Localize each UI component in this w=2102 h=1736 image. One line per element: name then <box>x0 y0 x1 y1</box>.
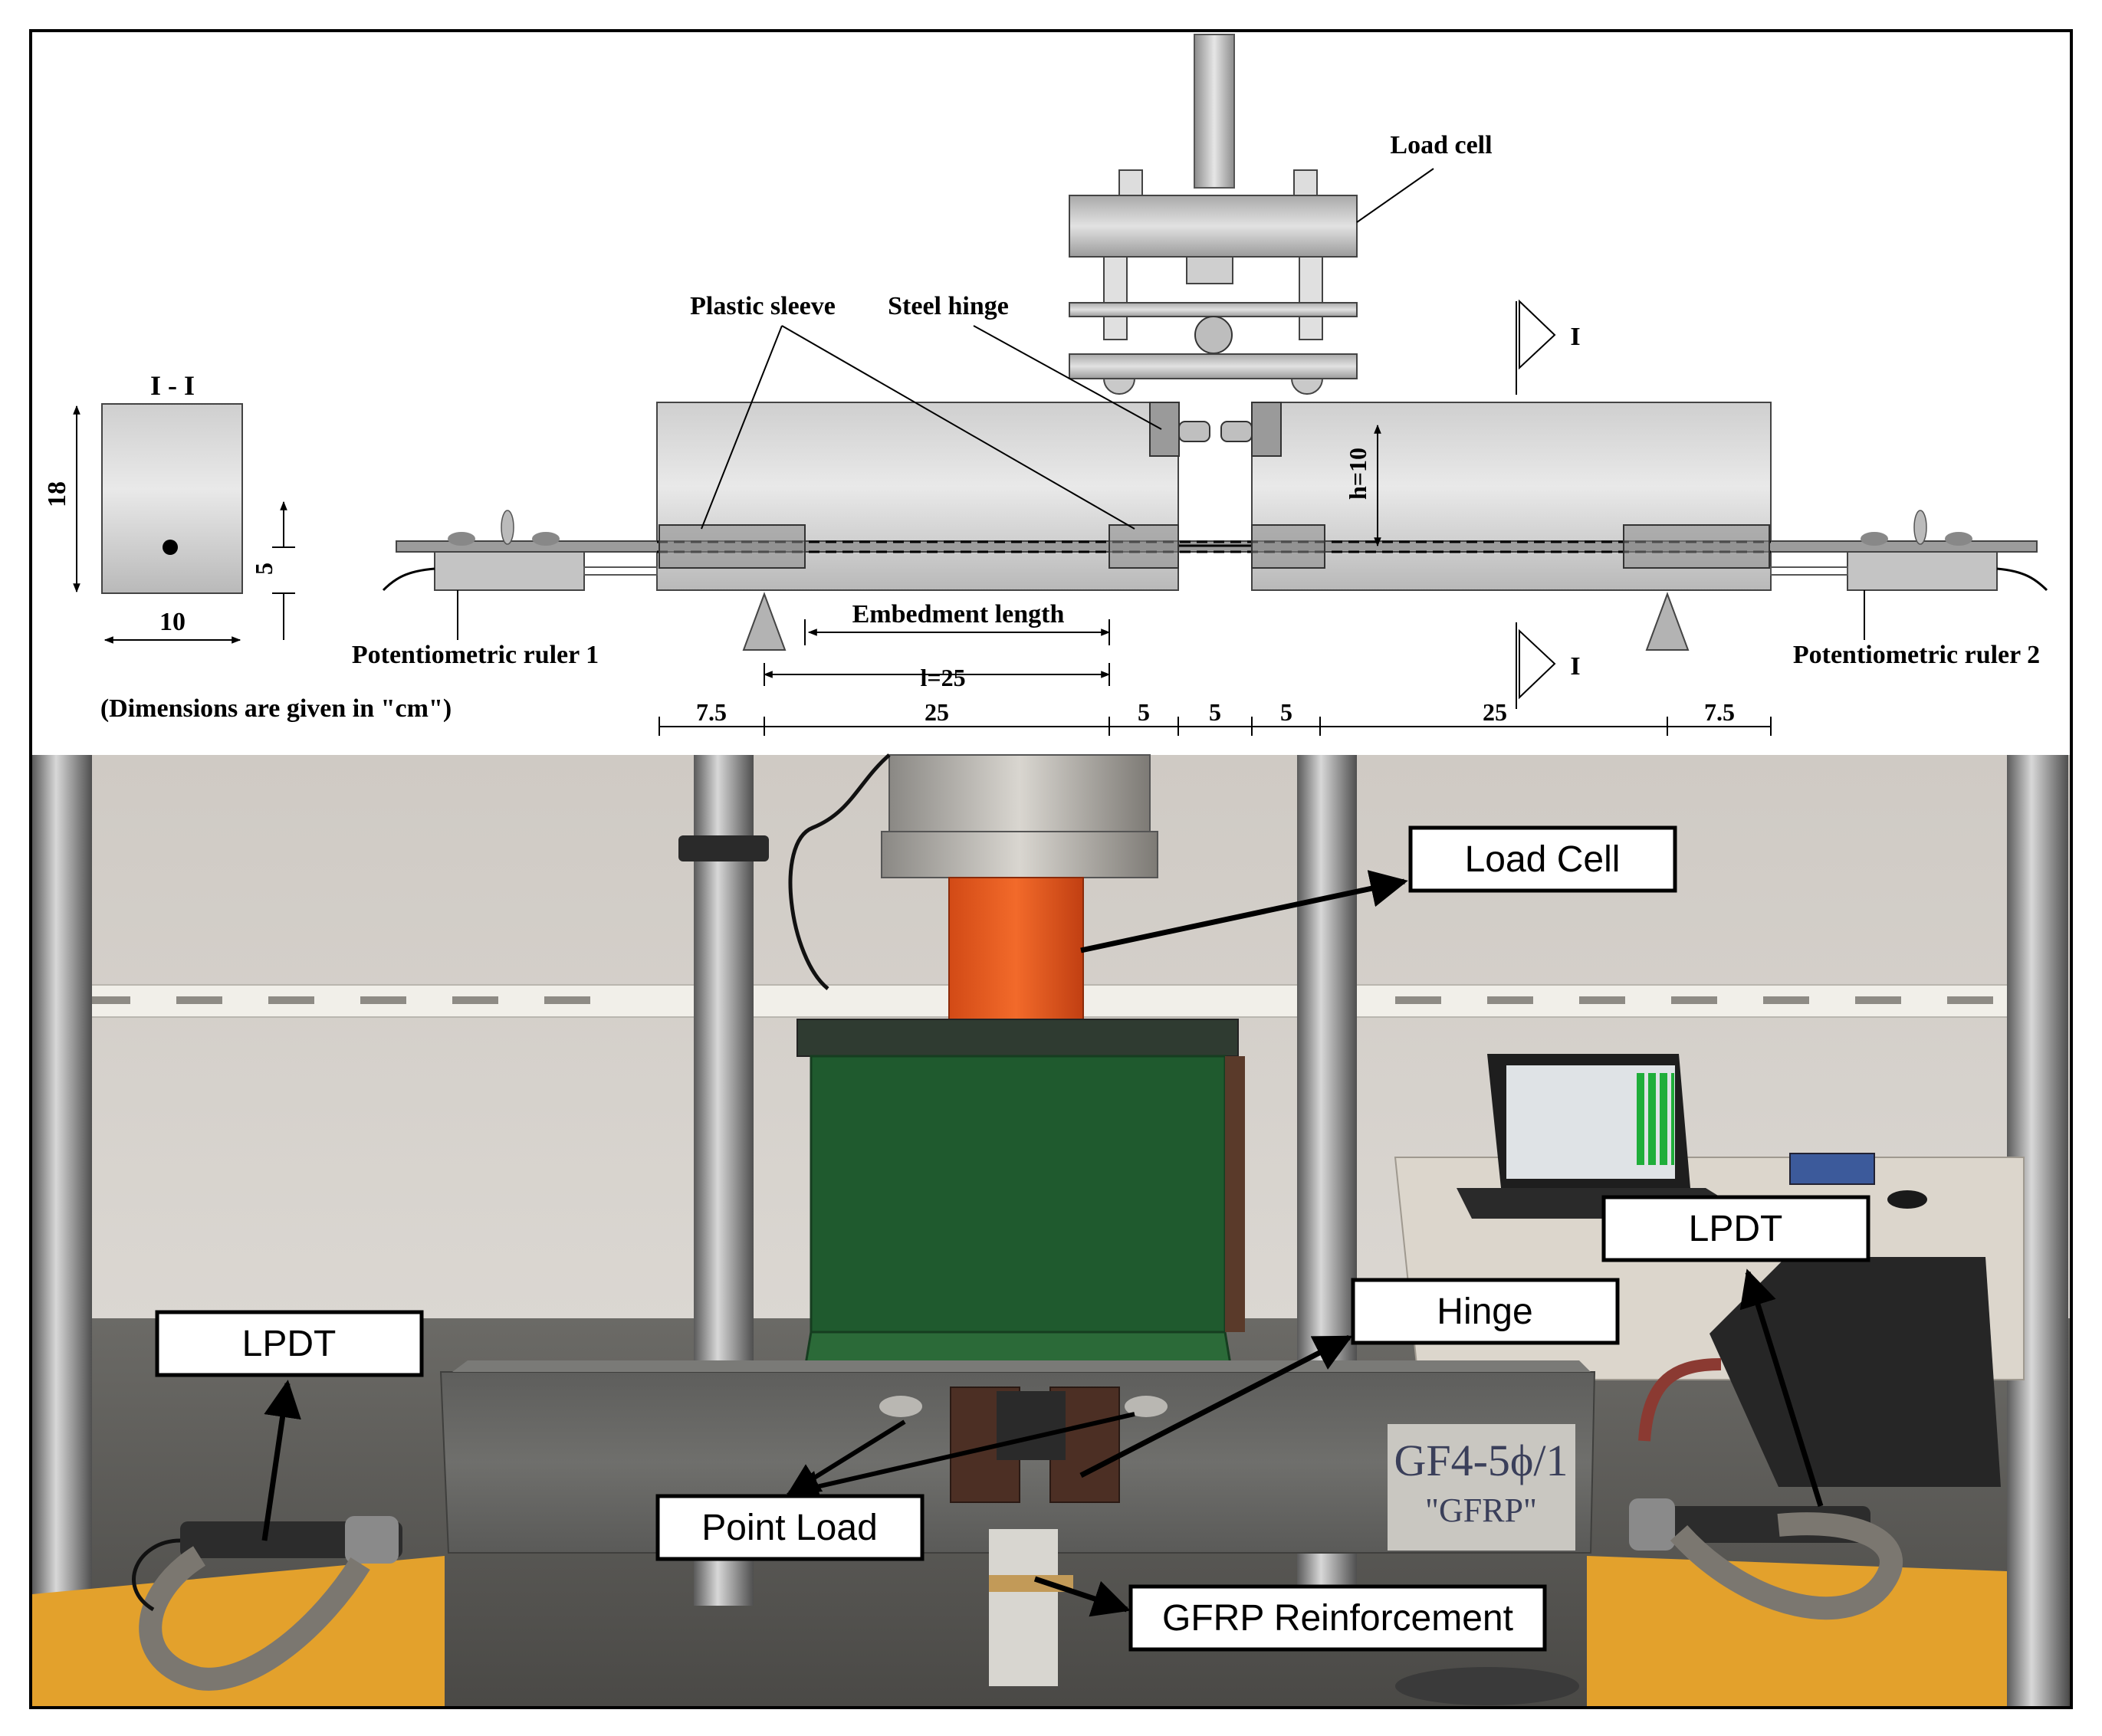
gfrp-bar <box>989 1575 1073 1592</box>
label-box-hinge: Hinge <box>1351 1278 1620 1345</box>
arrow-point-load-2 <box>786 1412 1135 1503</box>
annotation-arrows <box>261 870 1824 1617</box>
label-ruler-1: Potentiometric ruler 1 <box>352 641 599 669</box>
dim-segment-3: 5 <box>1138 698 1150 726</box>
specimen-gap <box>989 1529 1058 1686</box>
label-l-value: l=25 <box>920 664 965 691</box>
photo-label-lpdt-right: LPDT <box>1689 1209 1783 1249</box>
dim-segment-1: 7.5 <box>696 698 727 726</box>
section-marker-top-label: I <box>1570 323 1580 351</box>
photo-label-hinge: Hinge <box>1437 1291 1532 1332</box>
dim-segment-5: 5 <box>1280 698 1292 726</box>
dim-height: 18 <box>43 481 71 507</box>
plastic-sleeve-right-outer <box>1623 524 1770 569</box>
arrow-gfrp <box>1033 1576 1131 1617</box>
label-box-gfrp: GFRP Reinforcement <box>1128 1584 1547 1652</box>
dim-segment-2: 25 <box>925 698 949 726</box>
loading-rod <box>1194 34 1235 189</box>
photo-label-point-load: Point Load <box>701 1508 878 1548</box>
plastic-sleeve-right-inner <box>1251 524 1325 569</box>
label-box-point-load: Point Load <box>655 1494 925 1561</box>
potentiometric-ruler-2 <box>1770 510 2048 592</box>
cross-section: I - I 18 10 5 <box>43 370 295 644</box>
label-load-cell: Load cell <box>1390 131 1492 159</box>
lpdt-sensor-left <box>132 1516 402 1691</box>
arrow-lpdt-left <box>261 1380 301 1541</box>
section-marker-top: I <box>1516 299 1581 395</box>
lpdt-sensor-right <box>1629 1498 1903 1620</box>
label-plastic-sleeve: Plastic sleeve <box>690 292 836 320</box>
base-beam-right <box>1587 1556 2007 1706</box>
dim-h: h=10 <box>1344 448 1371 500</box>
load-cell-cylinder <box>948 877 1084 1024</box>
test-photo: GF4-5ϕ/1 "GFRP" Load <box>32 753 2070 1706</box>
section-marker-bottom: I <box>1516 622 1581 709</box>
photo-label-load-cell: Load Cell <box>1465 839 1621 880</box>
frame-column-left <box>32 755 92 1706</box>
specimen-mark-line2: "GFRP" <box>1425 1492 1537 1529</box>
section-title: I - I <box>150 370 195 401</box>
press-head <box>888 754 1151 832</box>
potentiometric-ruler-1 <box>382 510 658 592</box>
label-box-lpdt-left: LPDT <box>155 1310 424 1377</box>
dim-cover: 5 <box>250 563 278 575</box>
specimen-mark-line1: GF4-5ϕ/1 <box>1394 1436 1568 1485</box>
support-right <box>1645 592 1690 651</box>
dim-width: 10 <box>159 608 186 636</box>
chair <box>1710 1257 2001 1487</box>
schematic-diagram: Load cell Potentiomet <box>43 34 2048 736</box>
label-box-lpdt-right: LPDT <box>1601 1195 1870 1262</box>
arrow-hinge <box>1079 1334 1353 1478</box>
plastic-sleeve-left-inner <box>1108 524 1179 569</box>
bottom-dimension-chain: 7.5 25 5 5 5 25 7.5 <box>659 698 1772 736</box>
units-note: (Dimensions are given in "cm") <box>100 694 452 723</box>
arrow-lpdt-right <box>1739 1268 1824 1508</box>
photo-label-lpdt-left: LPDT <box>242 1324 337 1364</box>
specimen-tag <box>1388 1424 1575 1551</box>
label-steel-hinge: Steel hinge <box>888 292 1009 320</box>
plastic-sleeve-left-outer <box>659 524 806 569</box>
dim-segment-7: 7.5 <box>1704 698 1735 726</box>
section-marker-bottom-label: I <box>1570 652 1580 681</box>
load-cell-plate <box>1069 195 1358 258</box>
load-cell-assembly <box>1069 169 1358 395</box>
arrow-load-cell <box>1080 870 1408 953</box>
label-box-load-cell: Load Cell <box>1408 825 1677 893</box>
dim-segment-6: 25 <box>1483 698 1507 726</box>
steel-hinge <box>1149 402 1282 457</box>
support-left <box>742 592 787 651</box>
photo-label-gfrp: GFRP Reinforcement <box>1162 1598 1513 1639</box>
spreader-beam <box>810 1055 1227 1334</box>
dim-segment-4: 5 <box>1209 698 1221 726</box>
label-ruler-2: Potentiometric ruler 2 <box>1793 641 2040 669</box>
label-embedment-length: Embedment length <box>852 600 1065 628</box>
